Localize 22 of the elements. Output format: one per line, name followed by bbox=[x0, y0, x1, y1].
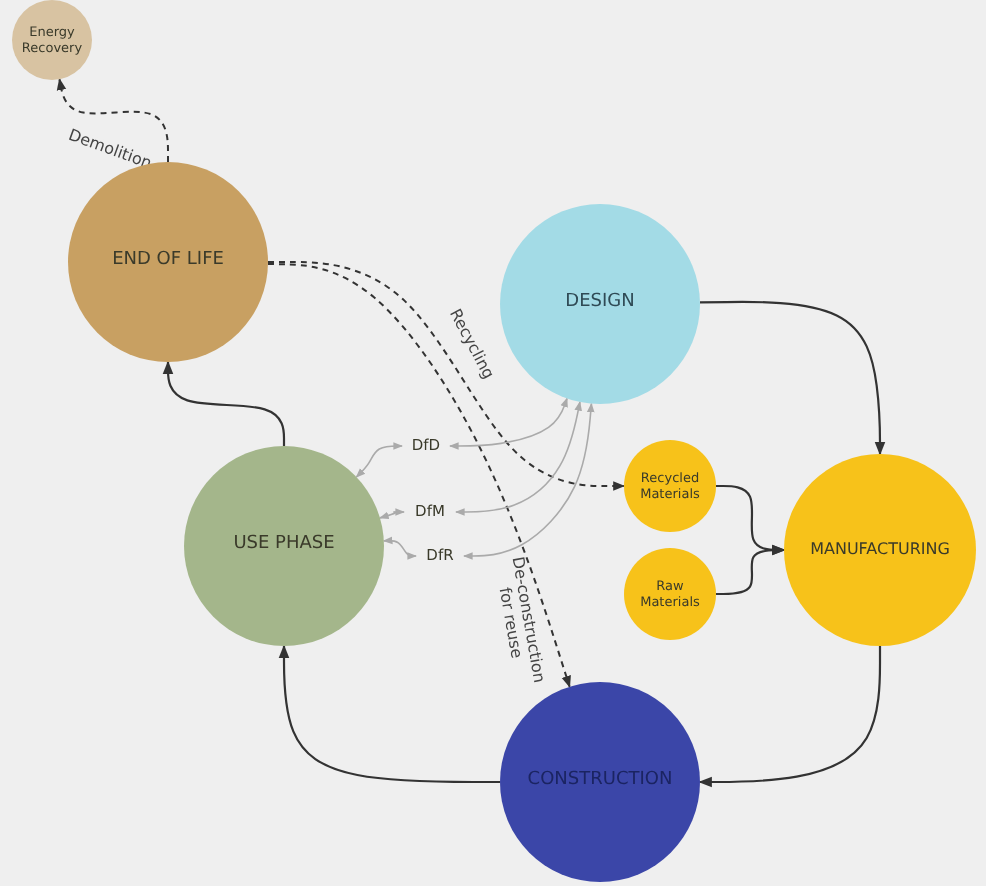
arrow bbox=[463, 402, 595, 560]
energy-recovery-circle bbox=[12, 0, 92, 80]
recycled-materials-circle bbox=[624, 440, 716, 532]
arrow bbox=[379, 508, 405, 520]
arrow bbox=[699, 300, 886, 456]
node-label: MANUFACTURING bbox=[808, 540, 952, 560]
dashed-arrow bbox=[267, 263, 571, 688]
arrow bbox=[355, 442, 403, 478]
arrow bbox=[449, 397, 568, 450]
node-label: USE PHASE bbox=[231, 534, 337, 558]
arrow bbox=[698, 646, 882, 788]
dashed-arrow bbox=[267, 261, 626, 491]
arrow bbox=[162, 360, 286, 446]
arrow bbox=[455, 401, 582, 516]
dashed-arrow bbox=[56, 78, 169, 163]
raw-materials-circle bbox=[624, 548, 716, 640]
node-label: CONSTRUCTION bbox=[525, 770, 675, 794]
arrow bbox=[278, 644, 500, 784]
node-label: DESIGN bbox=[563, 292, 637, 316]
arrow bbox=[382, 536, 417, 560]
node-label: END OF LIFE bbox=[110, 250, 226, 274]
arrow bbox=[716, 544, 786, 596]
